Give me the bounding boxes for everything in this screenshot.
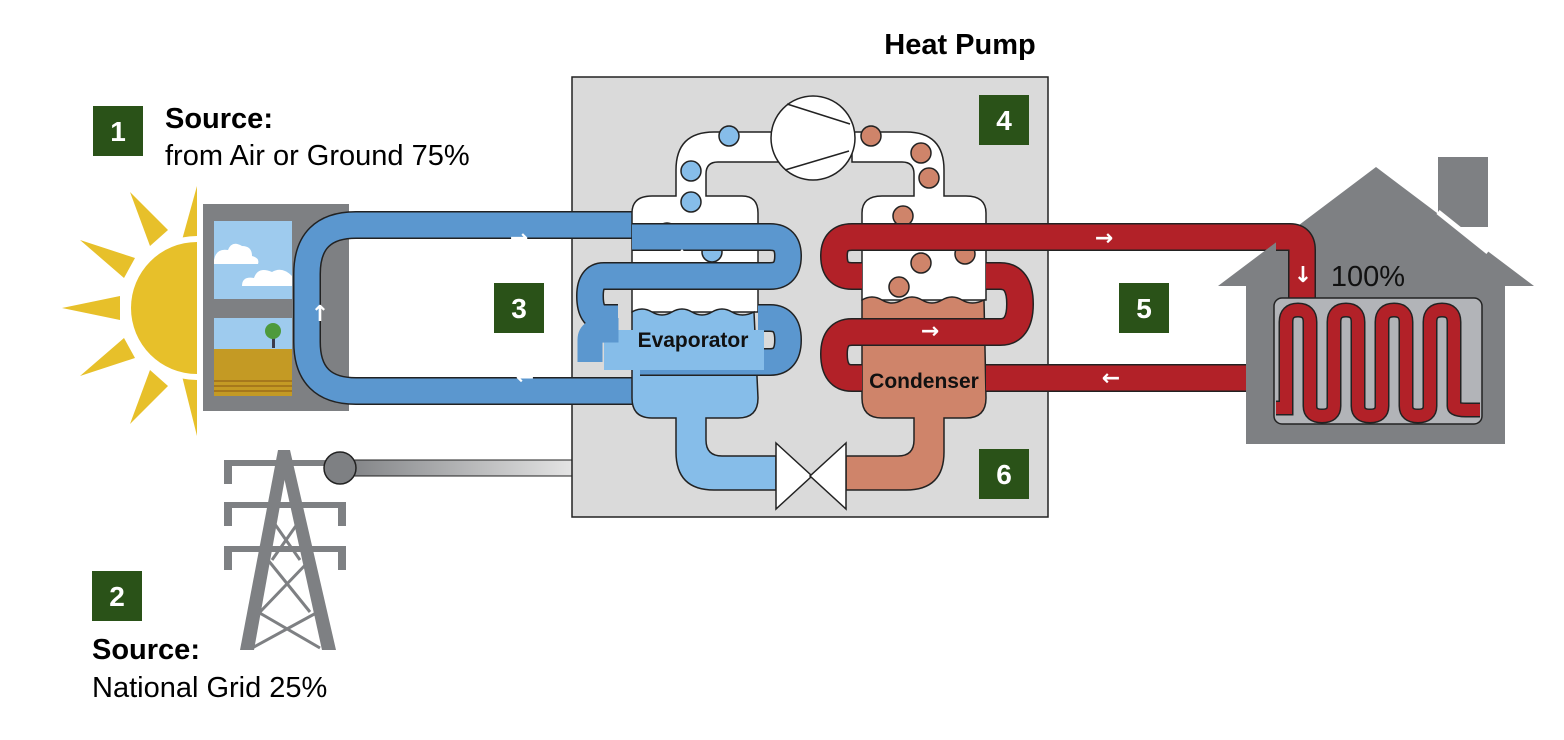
power-pylon-icon [224, 450, 346, 650]
source-1-title: Source: [165, 103, 273, 135]
flow-arrow-left-icon: ← [1102, 366, 1120, 391]
radiator-icon [1273, 297, 1483, 425]
source-2-text: National Grid 25% [92, 672, 327, 704]
source-2-title: Source: [92, 634, 200, 666]
badge-5: 5 [1119, 283, 1169, 333]
compressor-icon [770, 95, 987, 301]
flow-arrow-right-icon: → [921, 319, 939, 344]
air-window-icon [214, 221, 292, 299]
condenser-label: Condenser [869, 370, 979, 393]
badge-1: 1 [93, 106, 143, 156]
source-1-text: from Air or Ground 75% [165, 140, 470, 172]
svg-text:2: 2 [109, 581, 125, 612]
source-loop-pipe [293, 211, 640, 405]
hot-vapour-bubbles [860, 125, 976, 298]
condenser: Condenser [819, 125, 1290, 491]
evaporator-label: Evaporator [638, 329, 749, 352]
svg-text:4: 4 [996, 105, 1012, 136]
svg-text:5: 5 [1136, 293, 1152, 324]
power-cable [323, 451, 573, 485]
flow-arrow-up-icon: ↑ [311, 302, 329, 327]
flow-arrow-right-icon: → [510, 226, 528, 251]
ground-window-icon [214, 318, 292, 396]
evaporator: Evaporator [575, 125, 803, 491]
badge-3: 3 [494, 283, 544, 333]
flow-arrow-down-icon: ↓ [1294, 263, 1312, 288]
flow-arrow-left-icon: ← [516, 365, 534, 390]
badge-4: 4 [979, 95, 1029, 145]
svg-text:3: 3 [511, 293, 527, 324]
svg-text:6: 6 [996, 459, 1012, 490]
expansion-valve-icon [775, 441, 847, 511]
flow-arrow-right-icon: → [1095, 226, 1113, 251]
house-output-percent: 100% [1331, 261, 1405, 293]
house-supply-pipe [1276, 223, 1316, 300]
flow-arrow-left-icon: ← [677, 242, 695, 267]
badge-2: 2 [92, 571, 142, 621]
diagram-title: Heat Pump [884, 29, 1035, 61]
svg-text:1: 1 [110, 116, 126, 147]
badge-6: 6 [979, 449, 1029, 499]
